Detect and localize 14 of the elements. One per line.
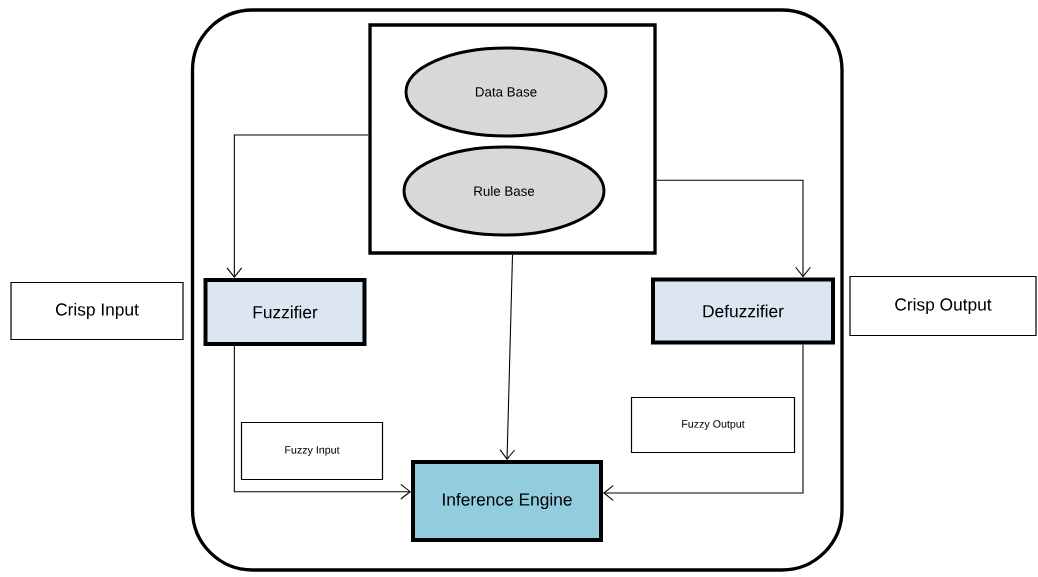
input-box: Crisp Input (10, 281, 184, 341)
output-box: Crisp Output (849, 275, 1037, 337)
process-box: Fuzzifier (203, 278, 367, 346)
outer-frame (190, 8, 844, 572)
process-box: Defuzzifier (651, 277, 835, 345)
arrow (603, 343, 804, 501)
arrow (233, 345, 411, 500)
label-box: Fuzzy Output (630, 396, 796, 454)
arrow (226, 134, 369, 278)
engine-box: Inference Engine (411, 460, 603, 542)
arrow (656, 179, 811, 278)
label-box: Fuzzy Input (240, 421, 384, 481)
knowledge-box (368, 23, 657, 255)
arrow (499, 254, 516, 460)
